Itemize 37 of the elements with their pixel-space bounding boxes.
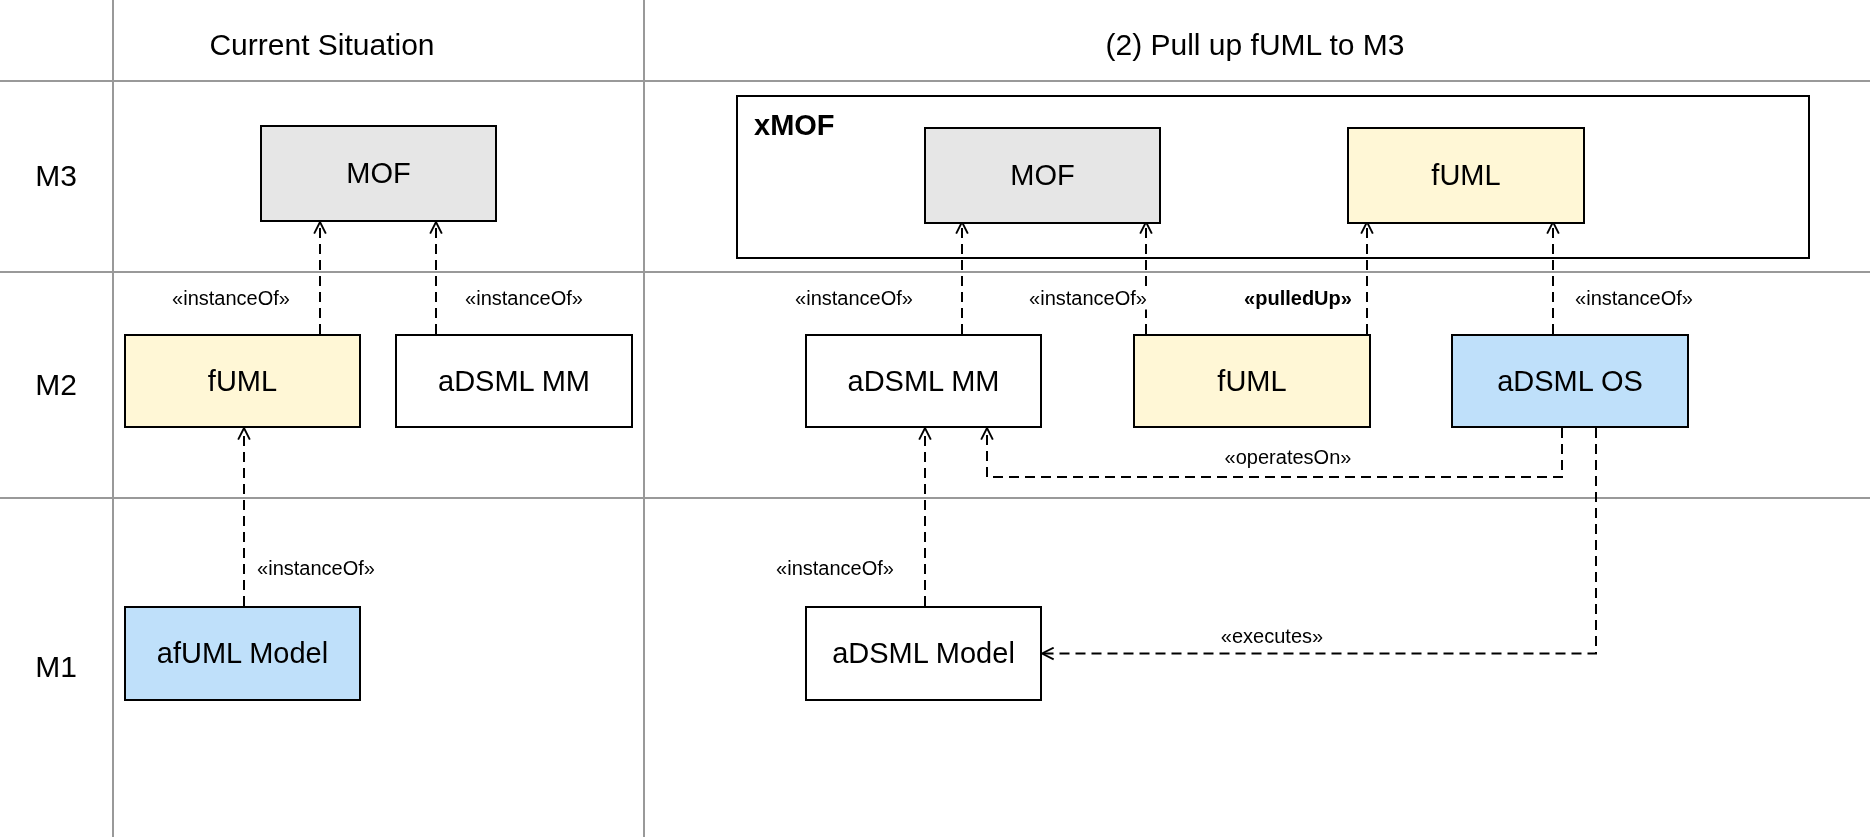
class-box xyxy=(395,334,633,428)
box-label: fUML xyxy=(206,363,279,399)
dashed-arrow xyxy=(313,221,327,335)
box-label: afUML Model xyxy=(155,636,330,672)
class-box xyxy=(805,334,1042,428)
box-label: aDSML Model xyxy=(831,636,1016,672)
box-label: aDSML OS xyxy=(1496,363,1644,399)
dashed-arrow xyxy=(1041,427,1597,661)
box-label: MOF xyxy=(345,156,412,192)
row-header: M2 xyxy=(35,368,77,402)
class-box xyxy=(1347,127,1585,224)
box-label: fUML xyxy=(1216,363,1288,399)
dashed-arrow xyxy=(955,221,969,335)
class-box xyxy=(805,606,1042,701)
box-label: MOF xyxy=(1009,158,1076,194)
dashed-arrow xyxy=(1139,221,1153,335)
class-box xyxy=(124,334,361,428)
dashed-arrow xyxy=(980,427,1563,478)
dashed-arrow xyxy=(918,427,932,607)
class-box xyxy=(1451,334,1689,428)
dashed-arrow xyxy=(1546,221,1560,335)
container-title: xMOF xyxy=(753,108,836,143)
dashed-arrow xyxy=(237,427,251,607)
dashed-arrow xyxy=(1360,221,1374,335)
class-box xyxy=(1133,334,1371,428)
row-header: M3 xyxy=(35,159,77,193)
box-label: aDSML MM xyxy=(437,363,591,399)
class-box xyxy=(260,125,497,222)
class-box xyxy=(124,606,361,701)
box-label: aDSML MM xyxy=(846,363,1001,399)
column-header: Current Situation xyxy=(209,28,435,62)
column-header: (2) Pull up fUML to M3 xyxy=(1105,28,1405,62)
box-label: fUML xyxy=(1430,158,1502,194)
container-box xyxy=(736,95,1810,259)
dashed-arrow xyxy=(429,221,443,335)
class-box xyxy=(924,127,1161,224)
row-header: M1 xyxy=(35,650,77,684)
